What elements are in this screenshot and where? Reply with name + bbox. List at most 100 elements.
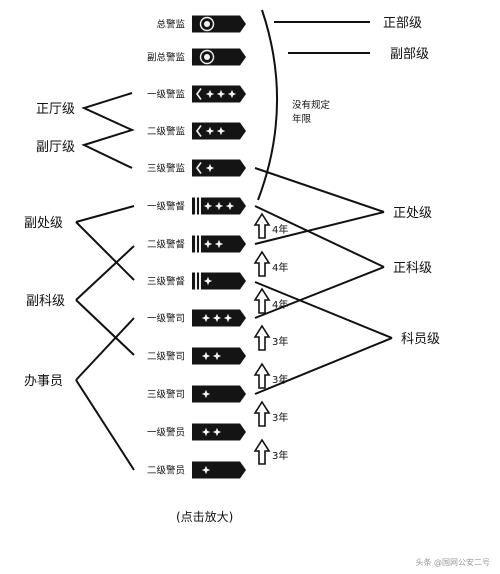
wreath-emblem-icon [199,16,215,32]
rank-row: 副总警监 [147,48,246,66]
rank-row: 一级警司 [147,309,246,327]
star-icon [214,201,224,211]
star-icon [212,427,222,437]
shoulder-insignia [192,48,246,66]
promotion-arrow: 4年 [253,250,288,277]
rank-row: 二级警督 [147,235,246,253]
silver-bars-icon [195,272,201,290]
level-fubu: 副部级 [390,47,429,62]
connector-banshiyuan-2 [75,379,135,471]
star-icon [216,126,226,136]
promotion-years-label: 3年 [272,373,288,386]
no-limit-note-line2: 年限 [292,113,312,125]
promotion-arrow: 4年 [253,287,288,314]
connector-keyuan-1 [254,281,393,339]
rank-row: 三级警监 [147,159,246,177]
promotion-arrows: 4年 4年 4年 3年 3年 3年 3年 [253,212,288,465]
rank-row: 一级警员 [147,423,246,441]
connector-zhengke-2 [254,266,385,319]
promotion-arrow: 3年 [253,362,288,389]
olive-branch-icon [196,162,202,174]
star-icon [205,126,215,136]
rank-row: 二级警司 [147,347,246,365]
connector-fuchu-1 [75,205,135,223]
rank-label: 二级警司 [147,351,185,363]
promotion-arrow: 3年 [253,438,288,465]
rank-label: 三级警监 [147,163,186,175]
connector-lines [75,9,393,471]
level-fuchu: 副处级 [24,216,63,231]
star-icon [223,313,233,323]
silver-bars-icon [195,235,201,253]
connector-zhengchu-2 [254,211,385,245]
star-icon [203,276,213,286]
star-icon [216,89,226,99]
star-icon [203,201,213,211]
up-arrow-icon [253,362,271,389]
up-arrow-icon [253,324,271,351]
level-banshiyuan: 办事员 [24,374,63,389]
connector-fuke-2 [75,299,135,356]
star-icon [201,351,211,361]
shoulder-insignia [192,235,246,253]
level-zhengchu: 正处级 [393,206,432,221]
shoulder-insignia [192,122,246,140]
rank-label: 二级警监 [147,126,186,138]
promotion-arrow: 3年 [253,324,288,351]
no-limit-note-line1: 没有规定 [292,99,331,111]
rank-row: 三级警督 [147,272,246,290]
level-zhengting: 正厅级 [36,102,75,117]
up-arrow-icon [253,212,271,239]
up-arrow-icon [253,438,271,465]
rank-label: 一级警监 [147,89,186,101]
shoulder-insignia [192,423,246,441]
level-fuke: 副科级 [26,294,65,309]
rank-label: 三级警司 [147,389,185,401]
star-icon [214,239,224,249]
star-icon [212,351,222,361]
shoulder-insignia [192,272,246,290]
shoulder-insignia [192,197,246,215]
star-icon [201,465,211,475]
promotion-years-label: 3年 [272,449,288,462]
no-limit-bracket [257,9,279,201]
rank-row: 二级警监 [147,122,246,140]
promotion-years-label: 4年 [272,261,288,274]
up-arrow-icon [253,287,271,314]
rank-label: 二级警员 [147,465,185,477]
rank-row: 总警监 [156,15,246,33]
rank-row: 三级警司 [147,385,246,403]
shoulder-insignia [192,309,246,327]
olive-branch-icon [196,125,202,137]
connector-fuchu-2 [75,221,135,281]
shoulder-insignia [192,85,246,103]
star-icon [212,313,222,323]
promotion-arrow: 3年 [253,400,288,427]
star-icon [203,239,213,249]
star-icon [201,389,211,399]
promotion-arrow: 4年 [253,212,288,239]
rank-row: 二级警员 [147,461,246,479]
watermark: 头条 @国网公安二号 [415,558,490,567]
shoulder-insignia [192,461,246,479]
rank-label: 一级警员 [147,427,185,439]
promotion-years-label: 4年 [272,223,288,236]
connector-fuke-1 [75,245,135,301]
promotion-years-label: 3年 [272,411,288,424]
silver-bars-icon [195,197,201,215]
star-icon [201,427,211,437]
up-arrow-icon [253,400,271,427]
star-icon [205,163,215,173]
level-zhengbu: 正部级 [383,16,422,31]
connector-zhengke-1 [254,205,385,268]
level-keyuan: 科员级 [401,332,440,347]
rank-label: 总警监 [156,19,185,31]
connector-zhengting-futing [81,92,135,169]
shoulder-insignia [192,15,246,33]
star-icon [225,201,235,211]
connector-keyuan-2 [254,337,393,395]
star-icon [227,89,237,99]
connector-banshiyuan-1 [75,317,135,381]
